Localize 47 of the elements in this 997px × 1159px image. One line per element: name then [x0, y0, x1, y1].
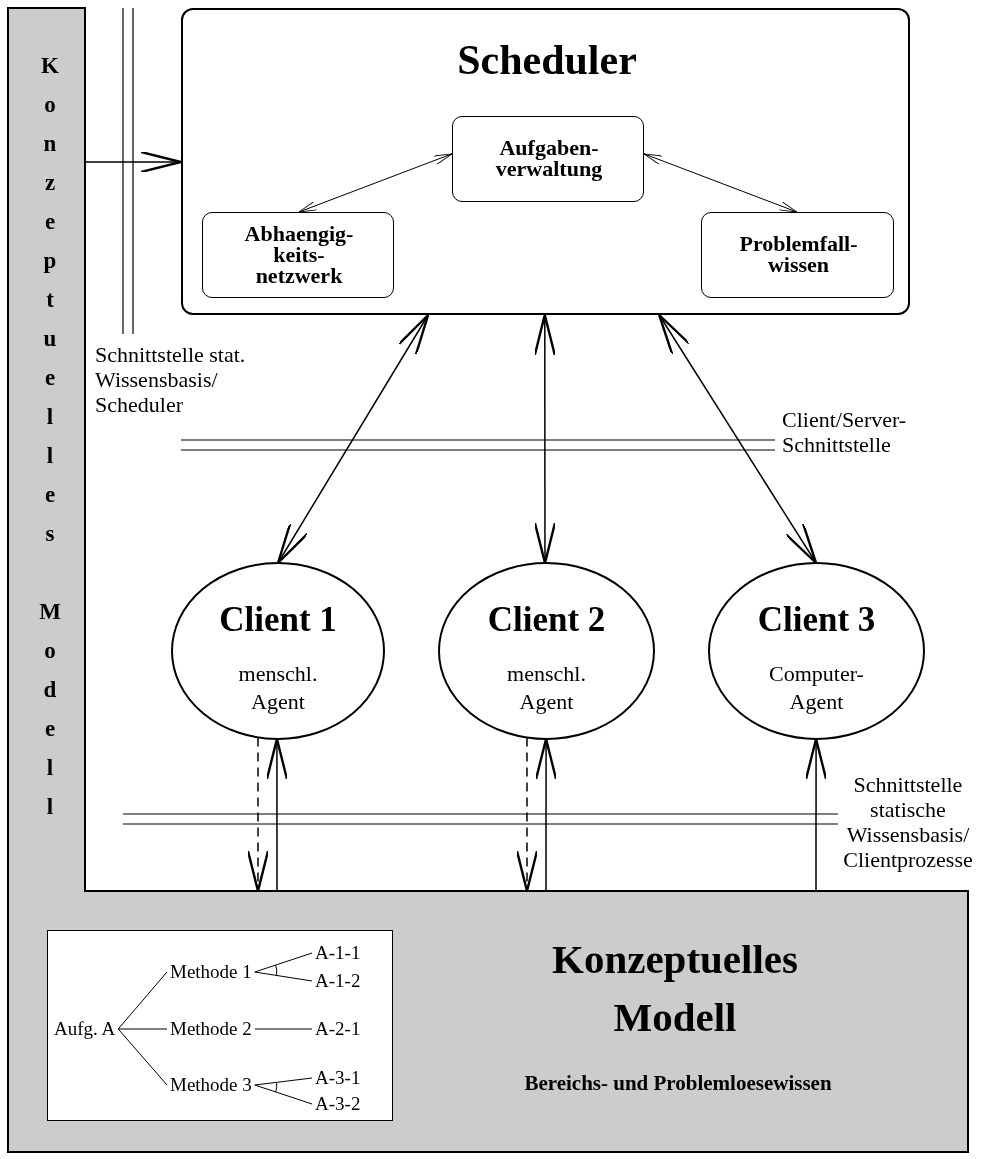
- tree-label: A-2-1: [315, 1017, 361, 1041]
- module-label: Aufgaben- verwaltung: [494, 138, 604, 180]
- module-box: [701, 212, 894, 298]
- scheduler-title: Scheduler: [456, 38, 638, 83]
- module-box: [452, 116, 644, 202]
- interface-label: Client/Server- Schnittstelle: [782, 407, 908, 457]
- tree-line: [117, 1028, 168, 1086]
- arrow: [265, 737, 289, 892]
- arrow: [246, 736, 270, 893]
- tree-label: Methode 3: [170, 1073, 252, 1097]
- module-label: Abhaengig- keits- netzwerk: [243, 223, 355, 287]
- client-title: Client 2: [486, 602, 607, 639]
- tree-line: [254, 952, 313, 973]
- client-title: Client 3: [756, 602, 877, 639]
- panel-title: Konzeptuelles Modell: [551, 935, 799, 1042]
- client-title: Client 1: [218, 602, 338, 639]
- client-subtitle: menschl. Agent: [506, 660, 587, 716]
- tree-label: A-1-1: [315, 941, 361, 965]
- arrow: [533, 313, 557, 565]
- module-box: [202, 212, 394, 298]
- client-subtitle: Computer- Agent: [768, 660, 865, 716]
- tree-label: Methode 2: [170, 1017, 252, 1041]
- arrow: [534, 737, 558, 892]
- arrow: [658, 313, 818, 565]
- tree-label: A-3-1: [315, 1066, 361, 1090]
- tree-label: A-1-2: [315, 969, 361, 993]
- tree-label: Methode 1: [170, 960, 252, 984]
- tree-label: A-3-2: [315, 1092, 361, 1116]
- tree-line: [254, 1028, 313, 1030]
- tree-label: Aufg. A: [54, 1017, 116, 1041]
- interface-label: Schnittstelle stat. Wissensbasis/ Scheduler: [95, 342, 247, 417]
- arrow: [515, 736, 539, 893]
- scheduler-box: [181, 8, 910, 315]
- client-subtitle: menschl. Agent: [237, 660, 319, 716]
- vertical-title: Konzeptuelles Modell: [38, 52, 62, 821]
- tree-line: [254, 1077, 313, 1086]
- tree-line: [254, 971, 313, 982]
- tree-line: [254, 1084, 313, 1105]
- arrow: [276, 313, 430, 565]
- interface-label: Schnittstelle statische Wissensbasis/ Clientprozesse: [842, 772, 974, 872]
- tree-line: [117, 1028, 168, 1030]
- module-label: Problemfall- wissen: [738, 234, 859, 276]
- arrow: [804, 737, 828, 892]
- tree-box: [47, 930, 393, 1121]
- tree-line: [117, 971, 168, 1030]
- arrow: [84, 150, 183, 174]
- panel-subtitle: Bereichs- und Problemloesewissen: [523, 1072, 833, 1095]
